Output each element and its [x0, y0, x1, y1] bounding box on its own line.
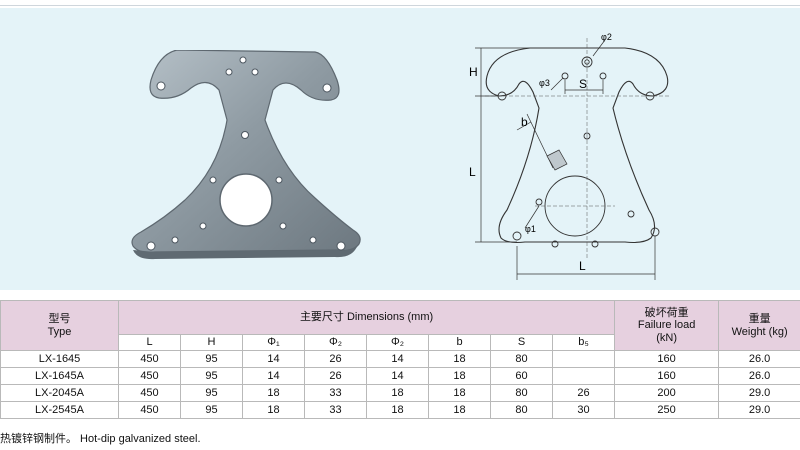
header-failure-cn: 破坏荷重 — [644, 306, 689, 319]
dim-label-l-side: L — [469, 165, 476, 179]
yoke-plate-photo — [131, 50, 361, 260]
cell-h: 95 — [180, 350, 243, 368]
cell-weight: 29.0 — [718, 384, 800, 402]
header-weight: 重量 Weight (kg) — [718, 300, 800, 351]
drawing-dimension-lines — [475, 39, 656, 280]
footnote: 热镀锌钢制件。 Hot-dip galvanized steel. — [0, 433, 201, 445]
drawing-centerlines — [485, 38, 670, 258]
plate-edge — [133, 244, 359, 260]
cell-phi2: 33 — [304, 384, 367, 402]
top-rule — [0, 0, 800, 6]
dim-label-phi1: φ1 — [525, 224, 536, 234]
subheader-s: S — [490, 334, 553, 351]
subheader-b5: b₅ — [551, 334, 616, 351]
dim-label-s: S — [579, 77, 587, 91]
cell-phi2: 26 — [304, 350, 367, 368]
cell-phi1: 14 — [242, 367, 305, 385]
spec-table: 型号 Type 主要尺寸 Dimensions (mm) 破坏荷重 Failur… — [0, 300, 800, 419]
header-type-cn: 型号 — [48, 312, 71, 325]
cell-b: 18 — [428, 350, 491, 368]
subheader-phi2: Φ₂ — [304, 334, 367, 351]
cell-b5: 30 — [551, 401, 616, 419]
cell-failure-load: 200 — [614, 384, 720, 402]
cell-failure-load: 160 — [614, 367, 720, 385]
subheader-l: L — [118, 334, 181, 351]
cell-l: 450 — [118, 367, 181, 385]
dim-label-phi2: φ2 — [601, 32, 612, 42]
cell-weight: 26.0 — [718, 367, 800, 385]
header-failure-en: Failure load — [637, 319, 696, 332]
header-type: 型号 Type — [0, 300, 119, 351]
plate-holes — [146, 56, 346, 251]
cell-phi2: 26 — [304, 367, 367, 385]
cell-s: 80 — [490, 350, 553, 368]
cell-type: LX-1645 — [0, 350, 119, 368]
cell-l: 450 — [118, 401, 181, 419]
cell-h: 95 — [180, 384, 243, 402]
cell-b5: 26 — [551, 384, 616, 402]
cell-s: 80 — [490, 401, 553, 419]
cell-b: 18 — [428, 367, 491, 385]
cell-b: 18 — [428, 401, 491, 419]
cell-phi2-second: 18 — [366, 401, 429, 419]
cell-h: 95 — [180, 367, 243, 385]
table-row: LX-2545A 450 95 18 33 18 18 80 30 250 29… — [0, 401, 800, 419]
cell-h: 95 — [180, 401, 243, 419]
cell-type: LX-2045A — [0, 384, 119, 402]
cell-phi1: 14 — [242, 350, 305, 368]
cell-phi2-second: 14 — [366, 367, 429, 385]
cell-weight: 26.0 — [718, 350, 800, 368]
cell-phi2-second: 18 — [366, 384, 429, 402]
figure-panel: H L L S b φ1 φ2 φ3 — [0, 8, 800, 290]
header-weight-en: Weight (kg) — [731, 325, 788, 338]
subheader-b: b — [428, 334, 491, 351]
cell-failure-load: 160 — [614, 350, 720, 368]
header-weight-cn: 重量 — [748, 312, 771, 325]
cell-b: 18 — [428, 384, 491, 402]
header-failure-unit: (kN) — [656, 331, 677, 344]
plate-center-hole — [219, 173, 273, 227]
table-row: LX-2045A 450 95 18 33 18 18 80 26 200 29… — [0, 384, 800, 402]
yoke-plate-technical-drawing: H L L S b φ1 φ2 φ3 — [469, 32, 670, 280]
cell-weight: 29.0 — [718, 401, 800, 419]
drawing-outline — [485, 47, 669, 244]
cell-phi1: 18 — [242, 401, 305, 419]
cell-phi2: 33 — [304, 401, 367, 419]
cell-b5 — [551, 350, 616, 368]
dim-label-l-bottom: L — [579, 259, 586, 273]
cell-s: 80 — [490, 384, 553, 402]
header-type-en: Type — [47, 325, 72, 338]
subheader-h: H — [180, 334, 243, 351]
header-failure-load: 破坏荷重 Failure load (kN) — [614, 300, 720, 351]
cell-failure-load: 250 — [614, 401, 720, 419]
subheader-phi2-second: Φ₂ — [366, 334, 429, 351]
cell-s: 60 — [490, 367, 553, 385]
cell-phi2-second: 14 — [366, 350, 429, 368]
table-row: LX-1645 450 95 14 26 14 18 80 160 26.0 — [0, 350, 800, 368]
cell-phi1: 18 — [242, 384, 305, 402]
dim-label-phi3: φ3 — [539, 78, 550, 88]
dim-label-h: H — [469, 65, 478, 79]
table-row: LX-1645A 450 95 14 26 14 18 60 160 26.0 — [0, 367, 800, 385]
subheader-phi1: Φ₁ — [242, 334, 305, 351]
cell-b5 — [551, 367, 616, 385]
header-dimensions: 主要尺寸 Dimensions (mm) — [117, 300, 616, 335]
cell-l: 450 — [118, 350, 181, 368]
dim-label-b: b — [521, 115, 528, 129]
cell-l: 450 — [118, 384, 181, 402]
cell-type: LX-1645A — [0, 367, 119, 385]
cell-type: LX-2545A — [0, 401, 119, 419]
